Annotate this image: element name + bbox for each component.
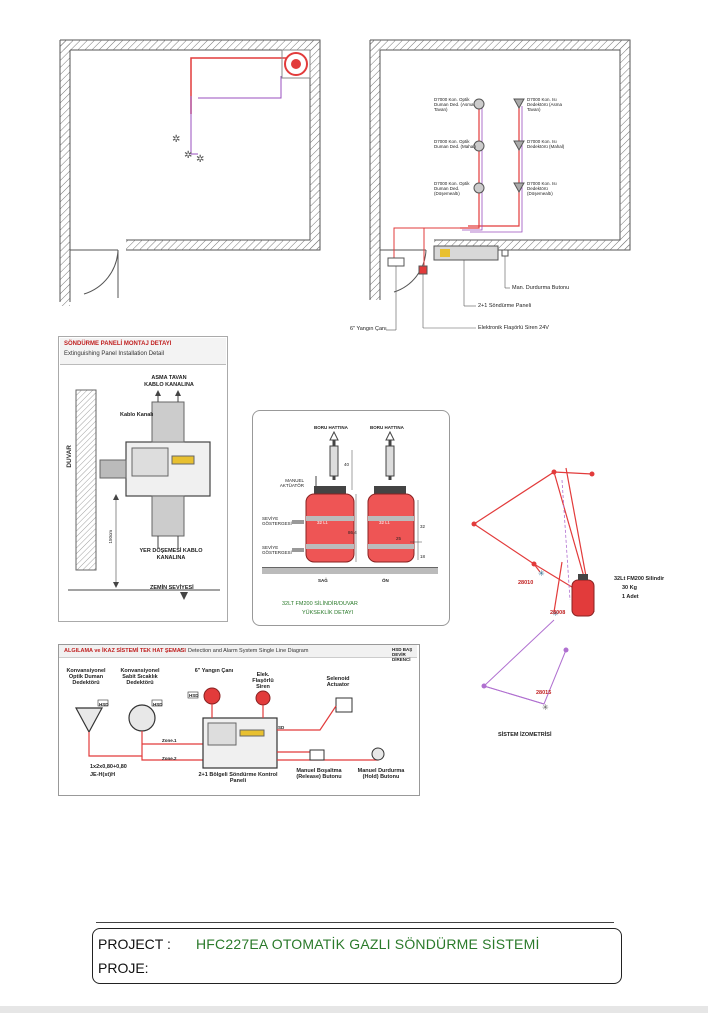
callout-panel: 2+1 Söndürme Paneli — [478, 303, 532, 309]
dim-86: 86,4 — [348, 530, 357, 535]
bottom-strip — [0, 1006, 708, 1013]
label-optic-ceiling: D7000 Kon. Optik Duman Ded. (Asma Tavan) — [434, 97, 474, 112]
legend-hsd: HSD BAŞ DEVİR DİRENCİ — [392, 647, 413, 662]
dim-25: 25 — [396, 536, 402, 541]
cylinder-detail-drawing — [262, 430, 438, 574]
project-name: HFC227EA OTOMATİK GAZLI SÖNDÜRME SİSTEMİ — [196, 936, 540, 952]
label-heat-detector: Konvansiyonel Sabit Sıcaklık Dedektörü — [120, 668, 160, 686]
label-view-front: ÖN — [382, 578, 389, 583]
label-ceiling-channel: ASMA TAVAN KABLO KANALINA — [144, 375, 194, 388]
label-zone-1: Zone.1 — [162, 738, 177, 743]
proje-label: PROJE: — [98, 960, 149, 976]
label-vol-right: 32 Lt. — [379, 520, 391, 525]
panel-install-subtitle: Extinguishing Panel Installation Detail — [64, 351, 165, 357]
label-floor-level: ZEMİN SEVİYESİ — [150, 585, 194, 591]
panel-install-title: SÖNDÜRME PANELİ MONTAJ DETAYI — [64, 341, 172, 347]
label-optic-room: D7000 Kon. Optik Duman Ded. (Mahal) — [434, 139, 476, 149]
cylinder-caption-2: YÜKSEKLİK DETAYI — [302, 610, 354, 616]
label-zone-2: Zone.2 — [162, 756, 177, 761]
title-block — [92, 928, 622, 984]
single-line-header — [59, 645, 417, 658]
label-cable-channel: Kablo Kanalı — [120, 412, 154, 418]
single-line-drawing — [74, 687, 385, 769]
label-optic-detector: Konvansiyonel Optik Duman Dedektörü — [66, 668, 106, 686]
panel-install-frame — [58, 336, 228, 622]
dim-32: 32 — [420, 524, 426, 529]
svg-text:✲: ✲ — [196, 154, 204, 165]
tag-hsd-heat: HSD — [153, 702, 163, 707]
label-pipe-right: BORU HATTINA — [370, 425, 404, 430]
callout-bell: 6" Yangın Çanı — [350, 326, 387, 332]
node-28015: 28015 — [536, 690, 552, 696]
tag-sd: SD — [278, 725, 285, 730]
floorplan-right — [369, 39, 631, 331]
single-line-title-en: Detection and Alarm System Single Line D… — [188, 648, 309, 654]
label-vol-left: 32 Lt. — [317, 520, 329, 525]
cylinder-label-2: 30 Kg — [622, 585, 637, 591]
title-block-rule — [96, 922, 614, 923]
label-optic-floor: D7000 Kon. Optik Duman Ded. (Döşemealtı) — [434, 181, 470, 196]
label-actuator: Selenoid Actuator — [326, 676, 350, 688]
svg-text:✲: ✲ — [184, 150, 192, 161]
label-level-gauge-1: SEVİYE GÖSTERGESİ — [262, 516, 292, 526]
label-wall: DUVAR — [66, 445, 73, 468]
callout-manual-hold: Man. Durdurma Butonu — [512, 285, 570, 291]
tag-hsd-optic: HSD — [99, 702, 109, 707]
label-floor-channel: YER DÖŞEMESİ KABLO KANALINA — [139, 548, 203, 561]
tag-hsd-bell: HSD — [189, 693, 199, 698]
panel-install-header: SÖNDÜRME PANELİ MONTAJ DETAYI Extinguish… — [60, 338, 226, 365]
callout-siren: Elektronik Flaşörlü Siren 24V — [478, 325, 549, 331]
svg-text:✳: ✳ — [538, 569, 545, 578]
svg-text:✳: ✳ — [552, 609, 559, 618]
cylinder-detail-frame — [252, 410, 450, 626]
dim-18: 18 — [420, 554, 426, 559]
label-heat-room: D7000 Kon. Isı Dedektörü (Mahal) — [527, 139, 565, 149]
cylinder-label-3: 1 Adet — [622, 594, 639, 600]
floorplan-left: ✲ ✲ ✲ — [59, 39, 321, 306]
label-manual-actuator: MANUEL AKTÜATÖR — [279, 478, 304, 488]
label-release-button: Manuel Boşaltma (Release) Butonu — [296, 768, 342, 780]
panel-install-drawing — [68, 389, 220, 600]
node-28008: 28008 — [550, 610, 566, 616]
isometric-drawing: ✳ ✳ ✳ — [471, 467, 595, 712]
single-line-frame — [58, 644, 420, 796]
label-heat-ceiling: D7000 Kon. Isı Dedektörü (Asma Tavan) — [527, 97, 563, 112]
cylinder-label-1: 32Lt FM200 Silindir — [614, 576, 665, 582]
label-hold-button: Manuel Durdurma (Hold) Butonu — [357, 768, 405, 780]
label-heat-floor: D7000 Kon. Isı Dedektörü (Döşemealtı) — [527, 181, 557, 196]
single-line-title: ALGILAMA ve İKAZ SİSTEMİ TEK HAT ŞEMASI — [64, 648, 186, 654]
cylinder-caption-1: 32LT FM200 SİLİNDİR/DUVAR — [282, 601, 358, 607]
label-cable-1: 1x2x0,80+0,80 — [90, 764, 127, 770]
label-siren: Elek. Flaşörlü Siren — [252, 672, 274, 690]
svg-text:✳: ✳ — [542, 703, 549, 712]
isometric-caption: SİSTEM İZOMETRİSİ — [498, 732, 552, 738]
label-view-right-side: SAĞ — [318, 578, 328, 583]
dim-40: 40 — [344, 462, 350, 467]
label-pipe-left: BORU HATTINA — [314, 425, 348, 430]
node-28010: 28010 — [518, 580, 534, 586]
label-bell: 6" Yangın Çanı — [194, 668, 234, 674]
label-panel: 2+1 Bölgeli Söndürme Kontrol Paneli — [198, 772, 278, 784]
svg-text:✲: ✲ — [172, 134, 180, 145]
label-height: 150cm — [108, 530, 113, 544]
label-level-gauge-2: SEVİYE GÖSTERGESİ — [262, 545, 292, 555]
label-cable-2: JE-H(st)H — [90, 772, 116, 778]
project-label: PROJECT : — [98, 936, 171, 952]
